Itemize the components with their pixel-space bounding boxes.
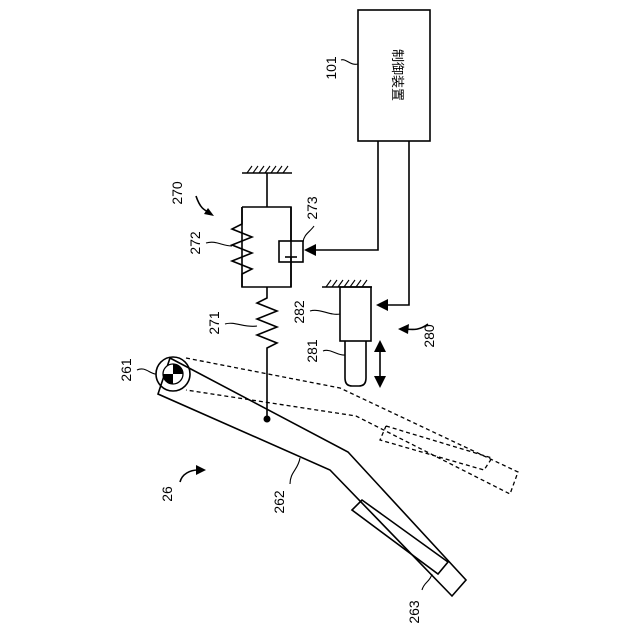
leader-282 (310, 310, 340, 314)
leader-271 (225, 323, 257, 326)
arrowhead-280 (398, 324, 409, 334)
signal-line-282 (388, 141, 409, 305)
label-270: 270 (169, 181, 185, 205)
pedal-alternate-position (186, 358, 518, 494)
frame-270 (242, 207, 291, 287)
label-271: 271 (206, 311, 222, 335)
label-272: 272 (187, 231, 203, 255)
arrowhead-270 (204, 208, 214, 216)
attach-point (264, 416, 271, 423)
ground-282 (322, 280, 372, 287)
leader-281 (323, 350, 345, 355)
leader-101 (341, 60, 358, 65)
arrow-26 (180, 470, 198, 482)
label-261: 261 (118, 358, 134, 382)
label-26: 26 (159, 486, 175, 502)
label-282: 282 (291, 300, 307, 324)
label-262: 262 (271, 490, 287, 514)
ground-270 (242, 166, 292, 207)
pivot-261 (156, 357, 190, 391)
arrowhead-282 (376, 299, 388, 311)
controller-101: 制御装置 (358, 10, 430, 141)
stopper-body-282 (340, 287, 371, 341)
label-281: 281 (304, 339, 320, 363)
controller-text: 制御装置 (389, 49, 404, 101)
label-101: 101 (323, 56, 339, 80)
leader-272 (206, 242, 232, 246)
arrowhead-26 (196, 465, 206, 475)
leader-261 (137, 369, 156, 374)
signal-line-273 (314, 141, 378, 250)
label-273: 273 (304, 196, 320, 220)
leader-263 (422, 574, 432, 590)
travel-arrowhead-up (374, 340, 386, 352)
travel-arrowhead-down (374, 376, 386, 388)
pedal-pad-263 (352, 500, 448, 574)
label-263: 263 (406, 600, 422, 624)
rod-281 (345, 341, 366, 386)
leader-273 (303, 226, 314, 242)
spring-271 (257, 287, 277, 418)
leader-262 (290, 458, 300, 484)
arrowhead-273 (304, 244, 316, 256)
